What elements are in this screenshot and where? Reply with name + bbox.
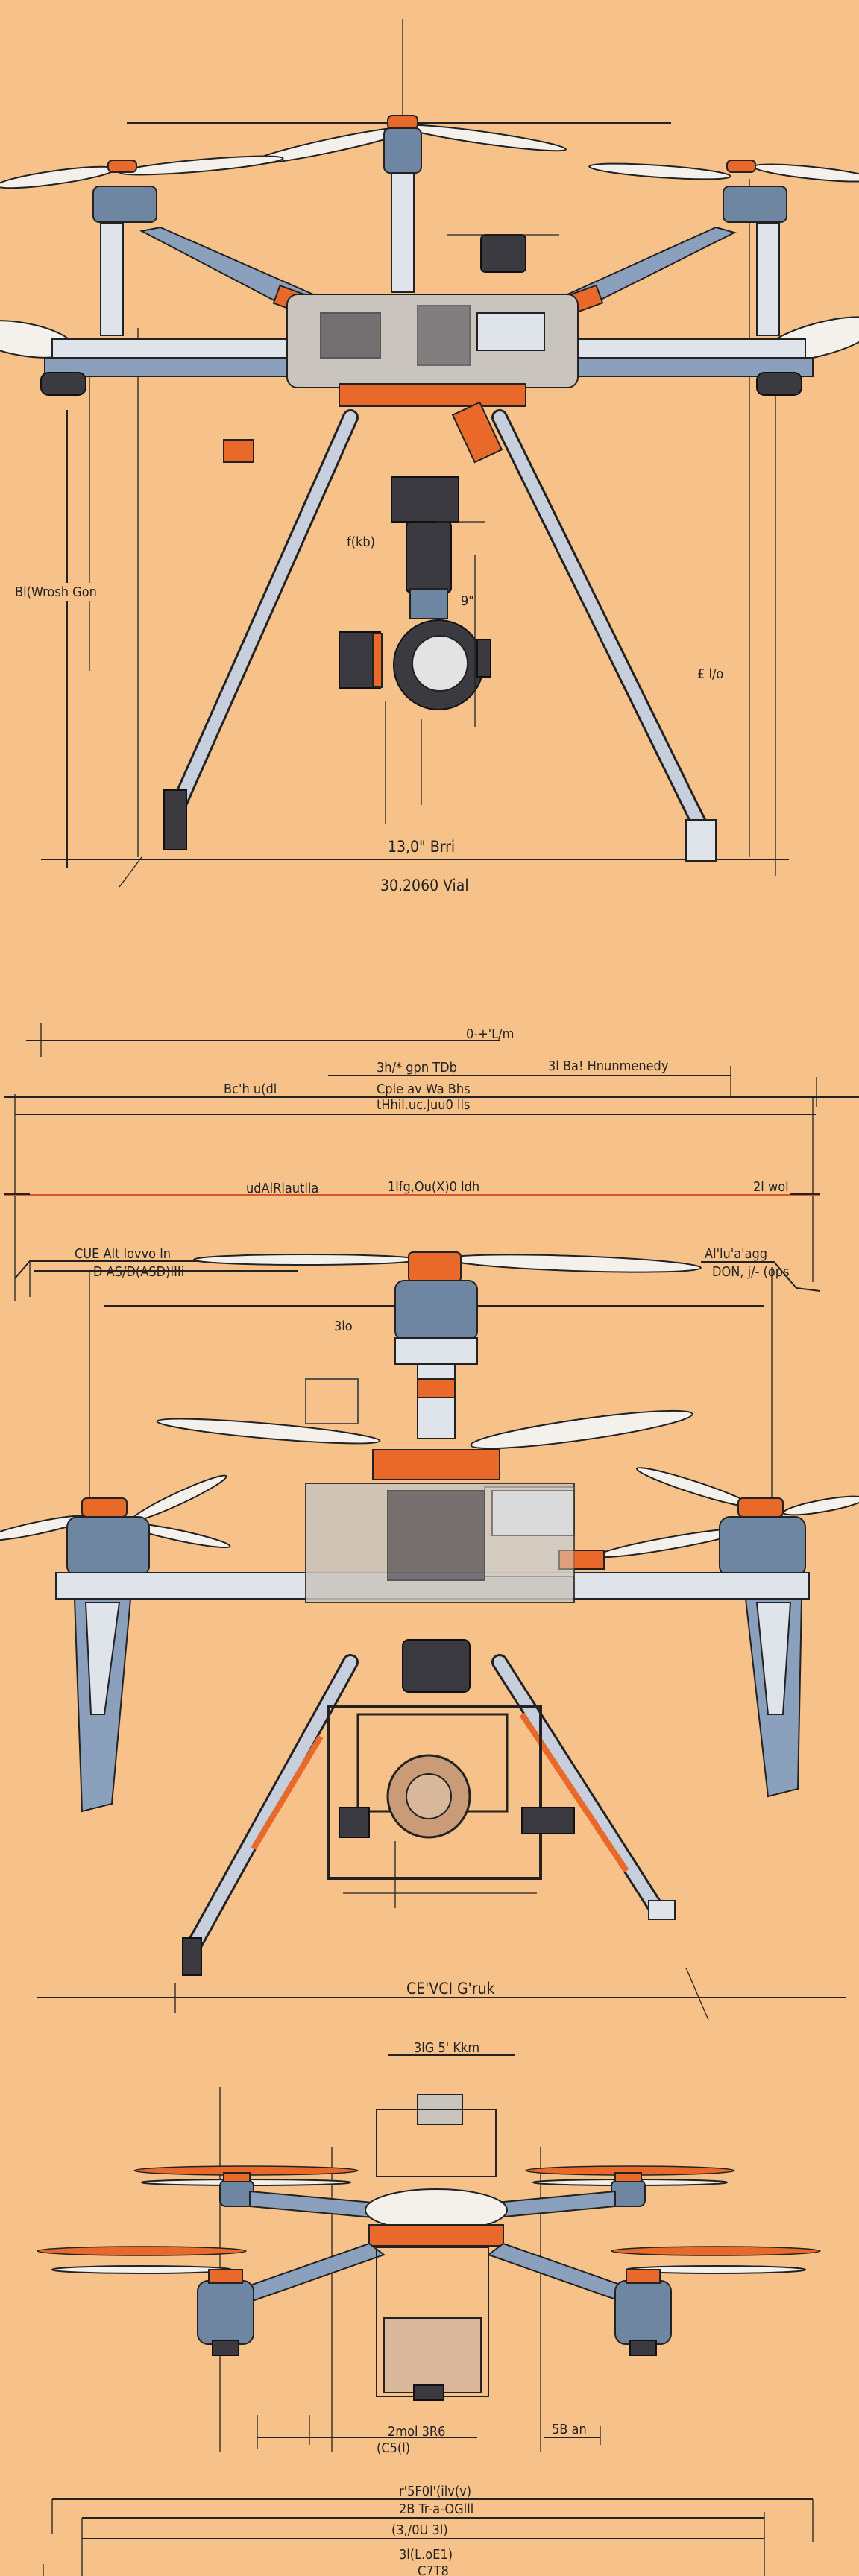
dim-f-label: udAlRlautlla: [246, 1181, 318, 1196]
gimbal-dim-label: 9": [461, 593, 474, 609]
dim-b-label: 3l Ba! Hnunmenedy: [548, 1058, 669, 1074]
leg-dim-label: £ l/o: [697, 666, 723, 682]
compact-view-labels: 3lG 5' Kkm 2mol 3R6 (C5(l) 5B an r'5F0l'…: [377, 2040, 587, 2576]
stack-label-2: 2B Tr-a-OGlll: [399, 2501, 473, 2517]
side-view-labels: 0-+'L/m 3h/* gpn TDb 3l Ba! Hnunmenedy B…: [75, 1026, 790, 1998]
camera-tag-label: f(kb): [347, 534, 375, 550]
side-view-drone: [0, 1251, 859, 1976]
compact-view-dimensions: [43, 2054, 814, 2576]
front-view-labels: Bl(Wrosh Gon 9" £ l/o f(kb) 13,0" Brri 3…: [11, 534, 723, 894]
dim-d-label: Cple av Wa Bhs: [377, 1082, 471, 1097]
rotor-right-label-1: Al'lu'a'agg: [705, 1246, 767, 1262]
stack-label-5: C7T8: [418, 2563, 449, 2576]
compact-view-drone: [37, 2094, 821, 2401]
dim-e-label: tHhil.uc.Juu0 lls: [377, 1097, 470, 1113]
compact-bottom-label-3: 5B an: [552, 2422, 587, 2437]
rotor-right-label-2: DON, j/- (ops: [712, 1264, 790, 1280]
top-dim-label: 0-+'L/m: [466, 1026, 514, 1042]
rotor-left-label-1: CUE Alt lovvo ln: [75, 1246, 171, 1262]
small-tag-label: 3lo: [334, 1319, 353, 1334]
stack-label-4: 3l(L.oE1): [399, 2547, 453, 2563]
side-height-label: Bl(Wrosh Gon: [15, 584, 97, 600]
total-width-label: 30.2060 Vial: [380, 877, 469, 894]
base-label: CE'VCI G'ruk: [406, 1980, 495, 1998]
rotor-left-label-2: D AS/D(ASD)IIIi: [93, 1264, 184, 1280]
dim-c-label: Bc'h u(dl: [224, 1082, 277, 1097]
front-view-drone: [0, 19, 859, 888]
compact-bottom-label-1: 2mol 3R6: [388, 2424, 445, 2440]
compact-top-label: 3lG 5' Kkm: [414, 2040, 479, 2056]
stack-label-3: (3,/0U 3l): [391, 2522, 448, 2538]
dim-h-label: 2l wol: [753, 1179, 789, 1195]
dim-g-label: 1lfg,Ou(X)0 ldh: [388, 1179, 479, 1195]
compact-bottom-label-2: (C5(l): [377, 2440, 410, 2456]
stack-label-1: r'5F0l'(ilv(v): [399, 2484, 471, 2499]
dim-a-label: 3h/* gpn TDb: [377, 1060, 457, 1076]
base-width-label: 13,0" Brri: [388, 838, 455, 856]
